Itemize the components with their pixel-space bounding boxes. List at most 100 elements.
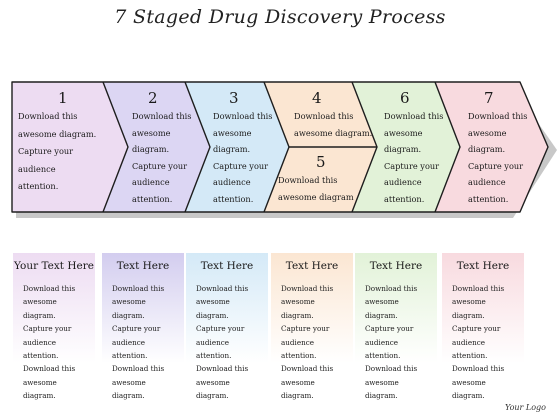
text-card-2: Text Here Download this awesome diagram.… — [102, 253, 184, 400]
stage-3: 3 Download this awesome diagram. Capture… — [213, 88, 283, 207]
card-6-line-3: Capture your — [452, 324, 501, 334]
stage-7-line-5: audience — [468, 177, 506, 187]
card-4-body: Download this awesome diagram. Capture y… — [271, 280, 353, 403]
card-6-line-2: awesome diagram. — [452, 297, 486, 320]
card-2-line-5: Download this — [112, 364, 165, 374]
stage-2-line-2: awesome — [132, 127, 171, 138]
stage-7-line-4: Capture your — [468, 160, 524, 171]
card-1-line-2: awesome diagram. — [23, 297, 57, 320]
card-6-line-4: audience attention. — [452, 337, 488, 361]
card-4-line-3: Capture your — [281, 324, 330, 334]
stage-3-number: 3 — [229, 89, 239, 107]
card-3-body: Download this awesome diagram. Capture y… — [186, 280, 268, 403]
stage-7-line-2: awesome — [468, 127, 507, 138]
stage-3-line-6: attention. — [213, 193, 254, 204]
stage-5: 5 Download this awesome diagram — [278, 152, 360, 205]
stage-6-line-6: attention. — [384, 193, 425, 204]
stage-4-number: 4 — [312, 89, 322, 107]
stage-3-line-1: Download this — [213, 111, 273, 121]
stage-7-shape — [435, 82, 548, 212]
card-5-line-1: Download this — [365, 284, 418, 293]
card-4-line-5: Download this — [281, 364, 334, 374]
card-5-body: Download this awesome diagram. Capture y… — [355, 280, 437, 403]
card-2-line-4: audience attention. — [112, 337, 148, 361]
process-flow-diagram — [11, 81, 557, 218]
stage-1-line-3: Capture your — [18, 146, 74, 156]
card-4-line-4: audience attention. — [281, 337, 317, 361]
card-4-line-6: awesome diagram. — [281, 377, 315, 401]
card-2-line-6: awesome diagram. — [112, 377, 146, 401]
stage-7: 7 Download this awesome diagram. Capture… — [468, 88, 538, 207]
stage-7-line-6: attention. — [468, 193, 509, 204]
card-5-line-2: awesome diagram. — [365, 297, 399, 320]
card-4-line-2: awesome diagram. — [281, 297, 315, 320]
card-1-line-3: Capture your — [23, 324, 72, 334]
card-1-line-4: audience attention. — [23, 337, 59, 361]
stage-6-line-4: Capture your — [384, 160, 440, 171]
card-6-line-5: Download this — [452, 364, 505, 374]
card-5-line-4: audience attention. — [365, 337, 401, 361]
stage-1-line-2: awesome diagram. — [18, 128, 97, 139]
card-4-line-1: Download this — [281, 284, 334, 293]
stage-2-number: 2 — [148, 89, 158, 107]
card-3-heading: Text Here — [200, 260, 254, 272]
card-2-line-1: Download this — [112, 284, 165, 293]
stage-4: 4 Download this awesome diagram. — [294, 88, 376, 141]
card-6-line-1: Download this — [452, 284, 505, 293]
card-3-line-6: awesome diagram. — [196, 377, 230, 401]
stage-4-line-1: Download this — [294, 111, 354, 121]
stage-6-line-5: audience — [384, 177, 422, 187]
text-card-1: Your Text Here Download this awesome dia… — [13, 253, 95, 400]
stage-5-line-1: Download this — [278, 175, 338, 185]
stage-2-line-5: audience — [132, 177, 170, 187]
stage-2-line-3: diagram. — [132, 144, 170, 154]
stage-3-line-2: awesome — [213, 127, 252, 138]
card-1-line-1: Download this — [23, 284, 76, 293]
stage-5-shape — [264, 147, 377, 212]
card-1-line-6: awesome diagram. — [23, 377, 57, 401]
stage-2-line-6: attention. — [132, 193, 173, 204]
card-4-heading: Text Here — [285, 260, 339, 272]
card-6-body: Download this awesome diagram. Capture y… — [442, 280, 524, 403]
stage-3-line-3: diagram. — [213, 144, 251, 154]
card-5-line-6: awesome diagram. — [365, 377, 399, 401]
card-2-line-3: Capture your — [112, 324, 161, 334]
text-card-4: Text Here Download this awesome diagram.… — [271, 253, 353, 400]
card-3-line-4: audience attention. — [196, 337, 232, 361]
stage-6-number: 6 — [400, 89, 410, 107]
stage-1: 1 Download this awesome diagram. Capture… — [18, 88, 106, 196]
card-1-line-5: Download this — [23, 364, 76, 374]
card-5-line-5: Download this — [365, 364, 418, 374]
stage-2-shape — [103, 82, 210, 212]
card-2-line-2: awesome diagram. — [112, 297, 146, 320]
card-3-line-3: Capture your — [196, 324, 245, 334]
stage-1-shape — [12, 82, 128, 212]
stage-7-number: 7 — [484, 89, 494, 107]
stage-2-line-4: Capture your — [132, 160, 188, 171]
stage-3-shape — [185, 82, 289, 212]
stage-6: 6 Download this awesome diagram. Capture… — [384, 88, 454, 207]
stage-6-line-1: Download this — [384, 111, 444, 121]
text-card-3: Text Here Download this awesome diagram.… — [186, 253, 268, 400]
stage-5-line-2: awesome diagram — [278, 191, 354, 202]
card-5-line-3: Capture your — [365, 324, 414, 334]
stage-1-line-1: Download this — [18, 111, 78, 121]
card-1-body: Download this awesome diagram. Capture y… — [13, 280, 95, 403]
card-5-heading: Text Here — [369, 260, 423, 272]
card-3-line-2: awesome diagram. — [196, 297, 230, 320]
stage-7-line-3: diagram. — [468, 144, 506, 154]
card-6-line-6: awesome diagram. — [452, 377, 486, 401]
stage-2: 2 Download this awesome diagram. Capture… — [132, 88, 202, 207]
stage-6-line-2: awesome — [384, 127, 423, 138]
card-1-heading: Your Text Here — [14, 260, 94, 272]
card-2-body: Download this awesome diagram. Capture y… — [102, 280, 184, 403]
stage-6-shape — [352, 82, 460, 212]
card-2-heading: Text Here — [116, 260, 170, 272]
stage-1-line-5: attention. — [18, 181, 59, 191]
stage-1-line-4: audience — [18, 163, 56, 174]
stage-4-line-2: awesome diagram. — [294, 127, 373, 138]
stage-5-number: 5 — [316, 153, 326, 171]
text-card-5: Text Here Download this awesome diagram.… — [355, 253, 437, 400]
stage-2-line-1: Download this — [132, 111, 192, 121]
stage-4-shape — [264, 82, 377, 147]
